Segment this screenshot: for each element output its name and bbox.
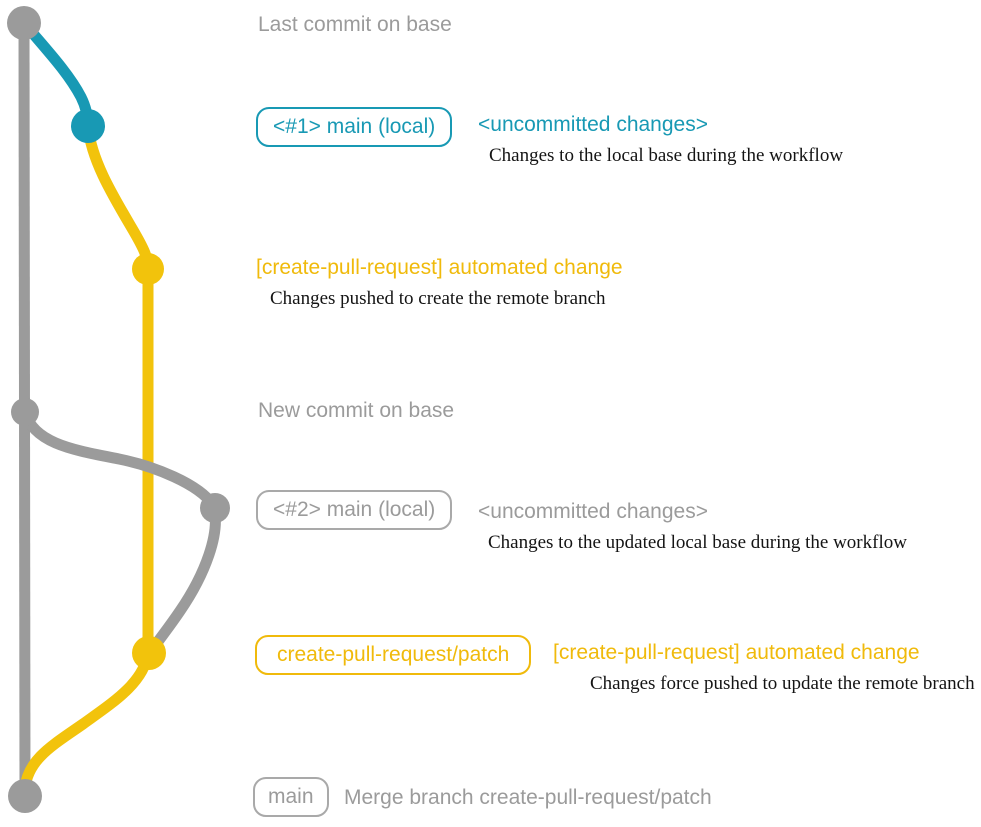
commit-dot-main-local-2 [200, 493, 230, 523]
automated-change-heading-1: [create-pull-request] automated change [256, 256, 623, 279]
uncommitted-changes-heading-2: <uncommitted changes> [478, 500, 708, 523]
local-main-1-branch-line [19, 19, 94, 127]
commit-dot-last-base [7, 6, 41, 40]
new-commit-label: New commit on base [258, 399, 455, 422]
commit-dot-new-base [11, 398, 39, 426]
git-graph [7, 6, 230, 813]
branch-badge-create-pull-request-patch: create-pull-request/patch [255, 635, 532, 676]
branch-badge-main: main [253, 777, 329, 818]
branch-badge-main-local-2: <#2> main (local) [256, 490, 453, 531]
automated-change-desc-2: Changes force pushed to update the remot… [590, 673, 975, 694]
automated-change-heading-2: [create-pull-request] automated change [553, 641, 920, 664]
branch-badge-main-local-1: <#1> main (local) [256, 107, 453, 148]
commit-dot-automated-change-2 [132, 636, 166, 670]
local-main-2-branch-line [19, 410, 221, 658]
last-commit-label: Last commit on base [258, 13, 452, 36]
merge-commit-label: Merge branch create-pull-request/patch [344, 786, 712, 809]
commit-dot-main-local-1 [71, 109, 105, 143]
automated-change-desc-1: Changes pushed to create the remote bran… [270, 288, 606, 309]
commit-dot-merge [8, 779, 42, 813]
uncommitted-changes-desc-2: Changes to the updated local base during… [488, 532, 907, 553]
commit-dot-automated-change-1 [132, 253, 164, 285]
uncommitted-changes-heading-1: <uncommitted changes> [478, 113, 708, 136]
uncommitted-changes-desc-1: Changes to the local base during the wor… [489, 145, 844, 166]
